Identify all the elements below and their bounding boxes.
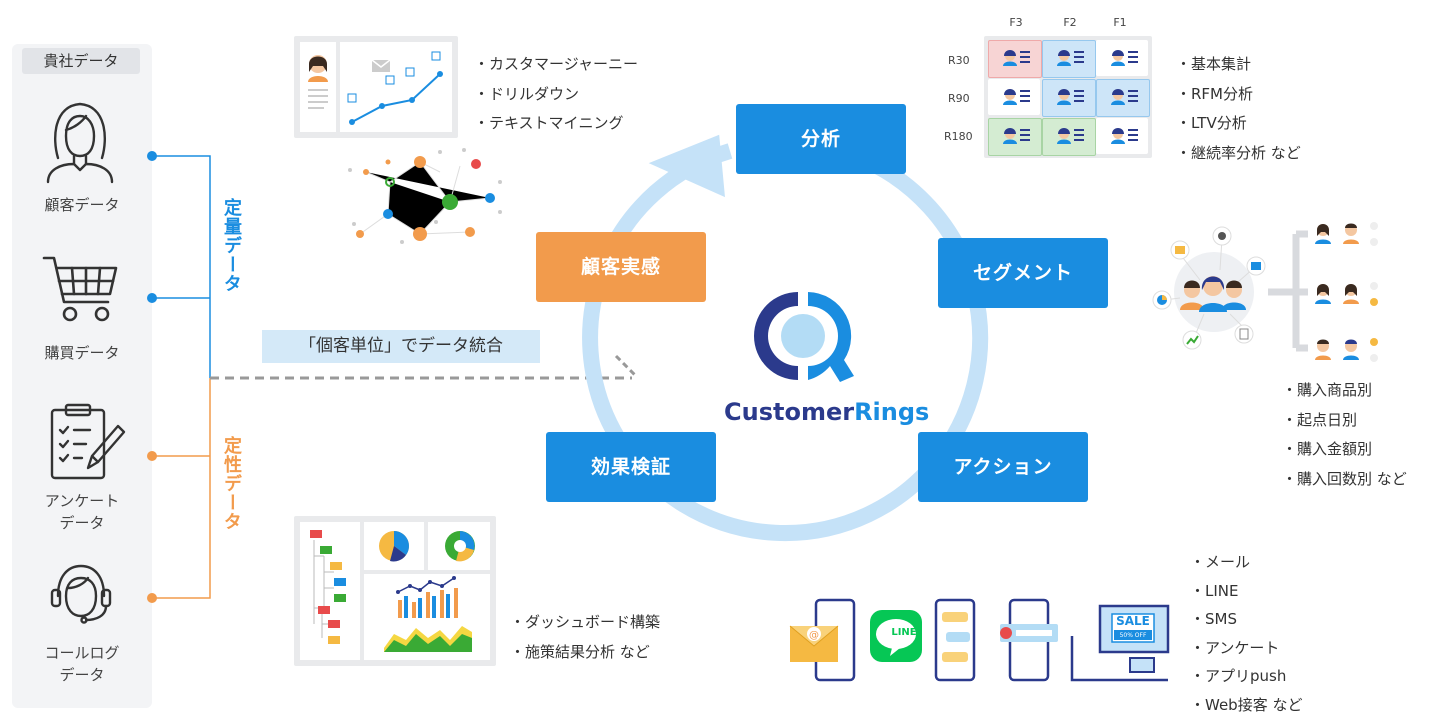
verification-box[interactable]: 効果検証 <box>546 432 716 502</box>
verification-bullets: ・ダッシュボード構築 ・施策結果分析 など <box>510 613 661 661</box>
rfm-row-r30: R30 <box>948 54 970 67</box>
source-label-calllog: コールログ データ <box>44 644 120 684</box>
network-icon <box>348 148 502 244</box>
rfm-col-f2: F2 <box>1063 16 1077 29</box>
data-sources-panel <box>12 44 152 708</box>
cart-icon <box>42 256 118 322</box>
svg-text:@: @ <box>809 630 819 641</box>
source-label-purchase: 購買データ <box>44 344 120 362</box>
headset-icon <box>50 564 112 624</box>
woman-icon <box>46 102 114 184</box>
segment-illustration <box>1152 222 1378 362</box>
source-label-survey: アンケート データ <box>44 492 120 532</box>
rfm-person-icons <box>1002 49 1139 145</box>
action-bullets: ・メール ・LINE ・SMS ・アンケート ・アプリpush ・Web接客 な… <box>1190 553 1303 714</box>
journey-illustration <box>294 36 458 138</box>
dashboard-charts-icon <box>310 530 475 652</box>
rfm-col-f1: F1 <box>1113 16 1127 29</box>
customerrings-logo-icon <box>754 292 854 382</box>
data-sources-title: 貴社データ <box>22 48 140 74</box>
clipboard-icon <box>50 403 126 480</box>
analysis-bullets: ・基本集計 ・RFM分析 ・LTV分析 ・継続率分析 など <box>1176 55 1301 162</box>
rfm-col-f3: F3 <box>1009 16 1023 29</box>
quantitative-data-label: 定量データ <box>221 198 242 293</box>
analysis-box[interactable]: 分析 <box>736 104 906 174</box>
segment-box[interactable]: セグメント <box>938 238 1108 308</box>
sale-badge: SALE <box>1116 614 1150 628</box>
line-app-badge: LINE <box>891 627 917 638</box>
experience-box[interactable]: 顧客実感 <box>536 232 706 302</box>
rfm-row-r90: R90 <box>948 92 970 105</box>
qualitative-data-label: 定性データ <box>221 436 242 531</box>
customerrings-logo-text: CustomerRings <box>724 398 930 426</box>
segment-bullets: ・購入商品別 ・起点日別 ・購入金額別 ・購入回数別 など <box>1282 381 1407 488</box>
action-box[interactable]: アクション <box>918 432 1088 502</box>
integration-banner: 「個客単位」でデータ統合 <box>262 330 540 363</box>
rfm-row-r180: R180 <box>944 130 973 143</box>
source-label-customer: 顧客データ <box>44 196 120 214</box>
sale-sub-badge: 50% OFF <box>1119 632 1147 639</box>
experience-bullets: ・カスタマージャーニー ・ドリルダウン ・テキストマイニング <box>474 55 638 132</box>
action-devices: @ <box>789 598 1170 682</box>
journey-chart-icon <box>308 51 443 125</box>
